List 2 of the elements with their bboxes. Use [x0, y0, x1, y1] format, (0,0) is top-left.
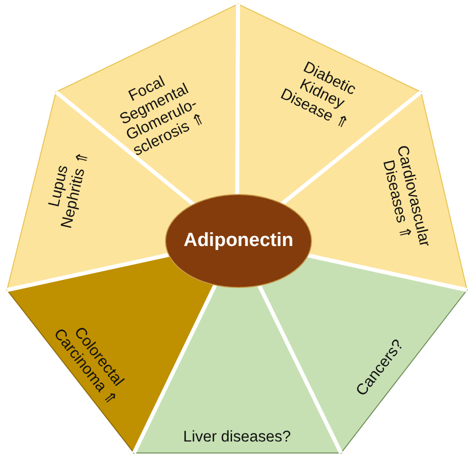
segment-label: Lupus Nephritis ⇑ — [44, 148, 94, 232]
segment-label: Liver diseases? — [182, 428, 292, 446]
